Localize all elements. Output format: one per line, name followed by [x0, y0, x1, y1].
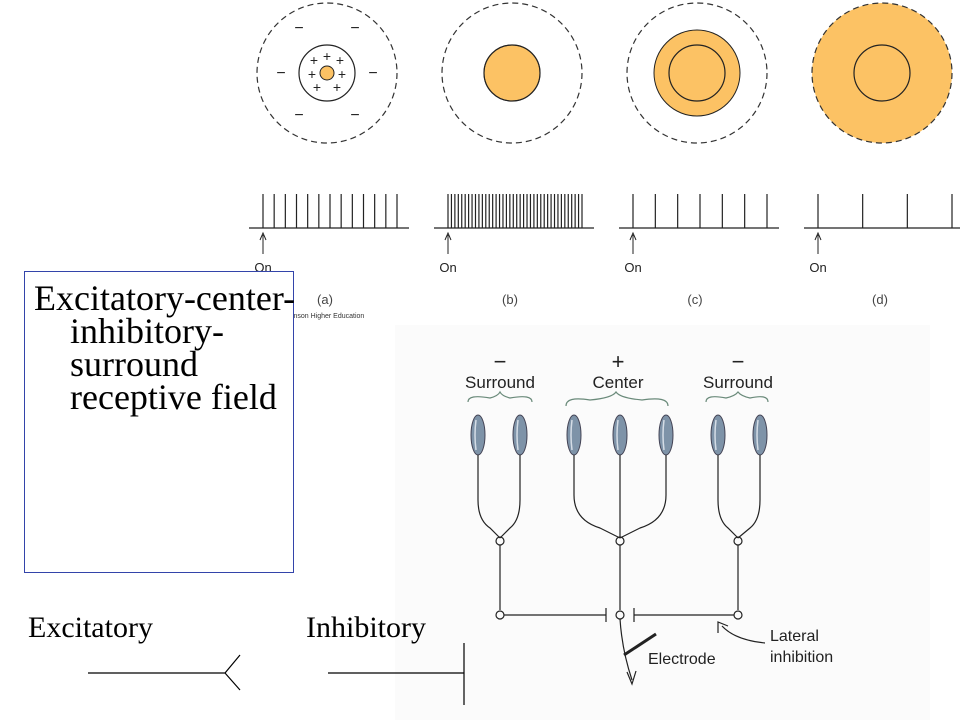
panel-label-b: (b) [502, 292, 518, 307]
left-receptor-wire-2 [499, 455, 521, 539]
surround-right-brace [705, 391, 769, 403]
minus-sign: − [350, 107, 359, 124]
large-stimulus-spot [653, 29, 741, 117]
surround-left-brace [467, 390, 533, 403]
excitatory-synapse-symbol [88, 654, 241, 691]
left-surround-sign: − [494, 349, 507, 374]
minus-sign: − [368, 65, 377, 82]
right-receptor-wire-2 [737, 455, 761, 539]
center-receptor-wire-1 [573, 455, 621, 539]
surround-boundary [256, 2, 398, 144]
photoreceptor-cell [566, 414, 582, 456]
plus-sign: + [338, 66, 346, 82]
lateral-label-line2: inhibition [770, 649, 833, 666]
center-boundary [853, 44, 911, 102]
on-label: On [439, 260, 456, 275]
excitatory-label: Excitatory [28, 611, 153, 644]
photoreceptor-cell [710, 414, 726, 456]
center-boundary [483, 44, 541, 102]
surround-boundary [626, 2, 768, 144]
surround-boundary [441, 2, 583, 144]
minus-sign: − [294, 20, 303, 37]
electrode-label: Electrode [648, 651, 716, 668]
plus-sign: + [310, 52, 318, 68]
photoreceptor-cells [470, 414, 768, 456]
center-sign: + [612, 349, 625, 374]
plus-sign: + [333, 79, 341, 95]
photoreceptor-cell [512, 414, 528, 456]
photoreceptor-cell [658, 414, 674, 456]
on-label: On [809, 260, 826, 275]
panel-label-d: (d) [872, 292, 888, 307]
center-label: Center [592, 373, 643, 392]
on-label: On [624, 260, 641, 275]
photoreceptor-cell [752, 414, 768, 456]
stimulus-on-arrowhead [259, 231, 267, 241]
minus-sign: − [350, 20, 359, 37]
receptive-field-panels: +++++++−−−−−−On(a)On(b)On(c)On(d) [249, 2, 960, 307]
plus-sign: + [336, 52, 344, 68]
field-panel-a: +++++++−−−−−−On(a) [249, 2, 409, 307]
plus-sign: + [313, 79, 321, 95]
photoreceptor-cell [470, 414, 486, 456]
right-surround-sign: − [732, 349, 745, 374]
lateral-label-line1: Lateral [770, 628, 819, 645]
title-box [24, 271, 294, 573]
slide-title: Excitatory-center-inhibitory-surround re… [34, 278, 296, 417]
inhibitory-synapse-symbol [328, 643, 465, 705]
left-surround-label: Surround [465, 373, 535, 392]
inhibitory-label: Inhibitory [306, 611, 426, 644]
minus-sign: − [294, 107, 303, 124]
right-receptor-wire-1 [717, 455, 739, 539]
center-output-axon [619, 618, 633, 681]
lateral-inhibition-right [633, 608, 734, 622]
photoreceptor-cell [612, 414, 628, 456]
minus-sign: − [276, 65, 285, 82]
retinal-circuit-diagram [395, 325, 930, 720]
circuit-labels: − Surround + Center − Surround Electrode… [465, 349, 833, 668]
electrode-probe [623, 632, 657, 657]
center-boundary [668, 44, 726, 102]
field-panel-b: On (b) [434, 2, 594, 307]
full-field-stimulus [812, 3, 952, 143]
lateral-inhibition-left [504, 608, 607, 622]
plus-sign: + [308, 66, 316, 82]
field-panel-d: On (d) [804, 2, 960, 307]
panel-label-c: (c) [687, 292, 702, 307]
field-panel-c: On (c) [619, 2, 779, 307]
left-receptor-wire-1 [477, 455, 501, 539]
lateral-inhibition-arrowhead [717, 621, 729, 633]
panel-label-a: (a) [317, 292, 333, 307]
copyright-text: © 2007 Thomson Higher Education [255, 312, 364, 320]
plus-sign: + [323, 48, 331, 64]
stimulus-on-arrowhead [629, 231, 637, 241]
stimulus-on-arrowhead [444, 231, 452, 241]
stimulus-on-arrowhead [814, 231, 822, 241]
right-surround-label: Surround [703, 373, 773, 392]
legend-symbols [88, 643, 465, 705]
lateral-inhibition-arrow [721, 625, 766, 644]
output-arrowhead [626, 670, 637, 686]
small-stimulus-spot [319, 65, 335, 81]
surround-boundary [811, 2, 953, 144]
center-receptor-wire-3 [619, 455, 667, 539]
center-boundary [298, 44, 356, 102]
center-brace [565, 390, 669, 407]
